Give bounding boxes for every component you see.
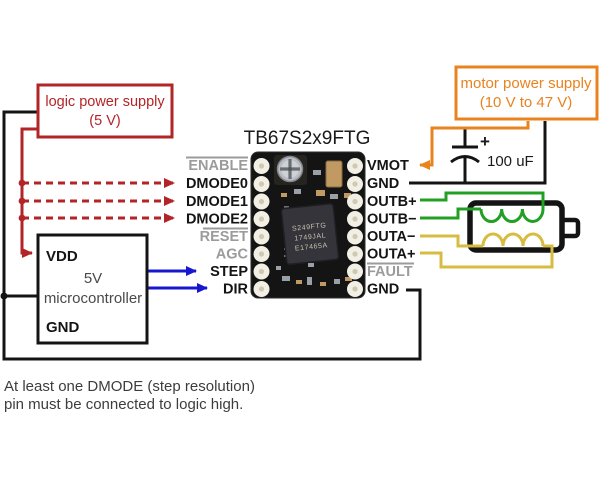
logic-supply-label-line1: logic power supply — [45, 94, 165, 110]
mcu-gnd-label: GND — [46, 319, 80, 336]
wire-logic-vdd — [20, 127, 38, 258]
mcu-name-line2: microcontroller — [44, 290, 142, 307]
wire-outa-plus — [420, 244, 554, 269]
motor-coil-b — [479, 208, 545, 224]
current-potentiometer-icon — [274, 155, 307, 185]
pin-label-gnd-top: GND — [367, 176, 399, 192]
capacitor-symbol — [450, 128, 480, 183]
wire-vmot — [419, 121, 530, 170]
mcu-name-line1: 5V — [84, 270, 102, 287]
logic-supply-outline — [36, 83, 174, 139]
footnote: At least one DMODE (step resolution) pin… — [4, 378, 255, 413]
pin-label-dmode0: DMODE0 — [186, 176, 248, 192]
wires — [0, 110, 554, 361]
smd-component — [325, 160, 343, 188]
pin-label-dmode2: DMODE2 — [186, 212, 248, 228]
mcu-vdd-label: VDD — [46, 248, 78, 265]
capacitor-bottom-plate — [450, 155, 480, 164]
junction-dot-dmode2 — [18, 214, 26, 222]
junction-dot-dmode1 — [18, 197, 26, 205]
logic-power-supply-box: logic power supply (5 V) — [36, 83, 174, 139]
junction-dot-ground — [0, 292, 8, 300]
wire-ground-loop — [2, 110, 422, 361]
motor-supply-outline — [454, 65, 599, 121]
wire-outa-minus — [420, 234, 483, 248]
motor-coil-a — [481, 232, 545, 247]
pin-label-step: STEP — [210, 264, 248, 280]
logic-supply-label-line2: (5 V) — [89, 113, 120, 129]
smd-components — [276, 170, 352, 286]
microcontroller-outline — [36, 233, 149, 345]
driver-board: S249FTG 1749JAL E17465A — [250, 151, 366, 299]
board-pads — [253, 158, 363, 297]
pin-label-outa-plus: OUTA+ — [367, 247, 415, 263]
pin-label-gnd-bottom: GND — [367, 282, 399, 298]
pin-label-reset: RESET — [200, 229, 248, 245]
driver-chip: S249FTG 1749JAL E17465A — [280, 202, 340, 266]
wire-outb-plus — [420, 191, 545, 209]
motor-power-supply-box: motor power supply (10 V to 47 V) — [454, 65, 599, 121]
motor-supply-label-line2: (10 V to 47 V) — [480, 94, 573, 111]
pin-label-outa-minus: OUTA− — [367, 229, 415, 245]
left-pin-labels: ENABLE DMODE0 DMODE1 DMODE2 RESET AGC ST… — [186, 156, 249, 298]
pin-label-outb-plus: OUTB+ — [367, 194, 417, 210]
board-title: TB67S2x9FTG — [244, 128, 371, 149]
pin-label-vmot: VMOT — [367, 158, 409, 174]
right-pin-labels: VMOT GND OUTB+ OUTB− OUTA− OUTA+ FAULT G… — [367, 158, 417, 298]
chip-marking-line2: 1749JAL — [294, 232, 326, 242]
capacitor-plus-sign: + — [480, 132, 490, 151]
wire-vmot-ground — [409, 121, 547, 185]
pin-label-outb-minus: OUTB− — [367, 212, 417, 228]
junction-dot-dmode0 — [18, 179, 26, 187]
wire-outb-minus — [420, 207, 481, 220]
motor-supply-label-line1: motor power supply — [461, 75, 592, 92]
pin-label-dmode1: DMODE1 — [186, 194, 248, 210]
chip-marking-line1: S249FTG — [292, 222, 327, 233]
pin-label-enable: ENABLE — [188, 158, 248, 174]
pin-label-fault: FAULT — [367, 264, 413, 280]
footnote-line1: At least one DMODE (step resolution) — [4, 378, 255, 395]
footnote-line2: pin must be connected to logic high. — [4, 396, 243, 413]
capacitor-value: 100 uF — [487, 153, 534, 170]
microcontroller-box: VDD 5V microcontroller GND — [36, 233, 149, 345]
pin-label-dir: DIR — [223, 282, 249, 298]
chip-marking-line3: E17465A — [295, 242, 329, 252]
pin-label-agc: AGC — [216, 247, 249, 263]
